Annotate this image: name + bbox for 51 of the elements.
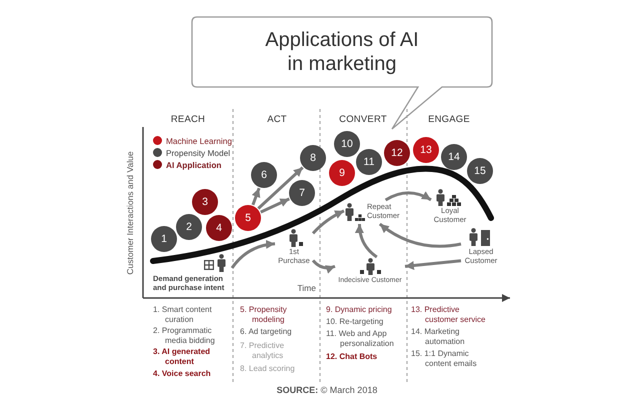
list-item: 14. Marketing automation xyxy=(411,327,466,346)
list-item: 2. Programmatic media bidding xyxy=(153,326,216,345)
list-item: 12. Chat Bots xyxy=(326,352,378,362)
list-item: 7. Predictive analytics xyxy=(240,341,286,360)
arrow xyxy=(384,191,432,202)
numbered-circle: 14 xyxy=(441,144,467,170)
caption: SOURCE: © March 2018 xyxy=(276,385,378,396)
axis-label: Customer Interactions and Value xyxy=(125,151,135,275)
arrow xyxy=(312,210,345,234)
arrow xyxy=(355,224,378,258)
title: Applications of AI in marketing xyxy=(264,28,420,76)
numbered-circle: 4 xyxy=(206,215,232,241)
list-item: 11. Web and App personalization xyxy=(326,329,395,348)
numbered-circle: 13 xyxy=(413,137,439,163)
list-item: 4. Voice search xyxy=(153,369,211,378)
list-item: 10. Re-targeting xyxy=(326,317,384,326)
legend-label: Machine Learning xyxy=(166,136,232,146)
numbered-circle: 11 xyxy=(356,149,382,175)
numbered-circle: 3 xyxy=(192,189,218,215)
numbered-circle: 7 xyxy=(289,180,315,206)
phase-heading: CONVERT xyxy=(339,114,387,125)
list-item: 1. Smart content curation xyxy=(153,305,213,324)
arrow xyxy=(378,222,462,248)
numbered-circle: 15 xyxy=(467,158,493,184)
numbered-circle: 10 xyxy=(334,131,360,157)
arrow xyxy=(312,259,336,274)
arrow xyxy=(404,259,462,270)
phase-heading: REACH xyxy=(170,114,206,125)
list-item: 6. Ad targeting xyxy=(240,327,292,336)
arrow xyxy=(260,198,290,214)
legend-label: Propensity Model xyxy=(166,148,230,158)
arrow xyxy=(230,240,276,269)
list-item: 13. Predictive customer service xyxy=(411,305,486,324)
phase-heading: ENGAGE xyxy=(428,114,470,125)
phase-heading: ACT xyxy=(267,114,287,125)
numbered-circle: 1 xyxy=(151,226,177,252)
numbered-circle: 9 xyxy=(329,160,355,186)
list-item: 9. Dynamic pricing xyxy=(326,305,392,314)
numbered-circle: 8 xyxy=(300,145,326,171)
list-item: 5. Propensity modeling xyxy=(240,305,288,324)
axis-label: Time xyxy=(297,283,316,293)
list-item: 8. Lead scoring xyxy=(240,364,295,374)
arrow xyxy=(252,188,260,206)
numbered-circle: 6 xyxy=(251,162,277,188)
numbered-circle: 12 xyxy=(384,140,410,166)
numbered-circle: 2 xyxy=(176,214,202,240)
numbered-circle: 5 xyxy=(235,205,261,231)
list-item: 15. 1:1 Dynamic content emails xyxy=(411,349,478,368)
legend-label: AI Application xyxy=(166,160,222,170)
list-item: 3. AI generated content xyxy=(153,347,212,366)
arrow xyxy=(257,166,304,210)
